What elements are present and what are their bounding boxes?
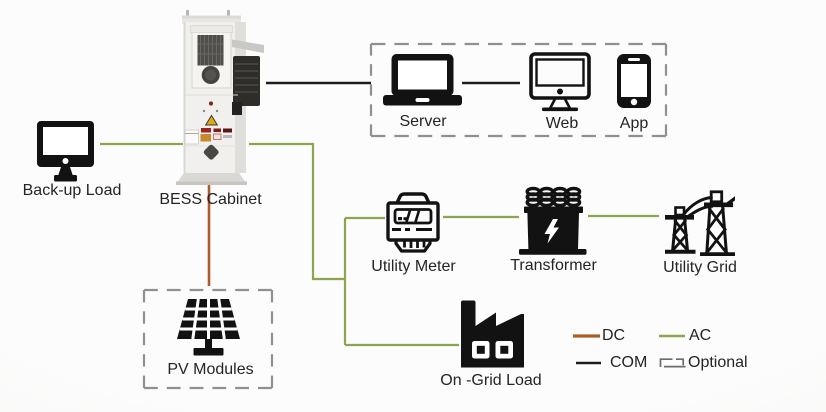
node-transformer bbox=[519, 186, 587, 261]
app-label: App bbox=[619, 114, 649, 132]
pv-modules-label: PV Modules bbox=[167, 360, 254, 378]
node-web bbox=[529, 52, 591, 118]
node-utility-meter bbox=[385, 192, 441, 258]
legend-ac-label: AC bbox=[689, 327, 712, 344]
node-bess-cabinet bbox=[175, 6, 269, 191]
node-server bbox=[383, 54, 462, 111]
node-utility-grid bbox=[663, 190, 737, 261]
solar-panel-icon bbox=[177, 298, 240, 356]
utility-grid-label: Utility Grid bbox=[663, 258, 737, 276]
transformer-label: Transformer bbox=[510, 256, 597, 274]
ac-line-cabinet-to-bus bbox=[249, 142, 345, 281]
optional-box-pv-modules bbox=[142, 288, 274, 390]
smartphone-icon bbox=[617, 54, 651, 108]
legend-dc-label: DC bbox=[602, 327, 626, 344]
node-on-grid-load bbox=[460, 300, 526, 373]
optional-box-remote-monitoring bbox=[369, 42, 668, 138]
node-backup-load bbox=[37, 121, 95, 187]
legend-optional-swatch bbox=[659, 358, 686, 368]
utility-meter-label: Utility Meter bbox=[371, 258, 456, 275]
battery-cabinet-image bbox=[176, 10, 264, 185]
transmission-tower-icon bbox=[663, 190, 737, 257]
node-app bbox=[617, 54, 651, 113]
legend-optional-label: Optional bbox=[688, 354, 748, 371]
bess-cabinet-label: BESS Cabinet bbox=[159, 190, 262, 208]
factory-icon bbox=[461, 300, 524, 368]
desktop-computer-icon bbox=[529, 52, 591, 112]
backup-load-label: Back-up Load bbox=[22, 182, 122, 199]
electric-meter-icon bbox=[386, 192, 440, 253]
on-grid-load-label: On -Grid Load bbox=[440, 371, 542, 389]
web-label: Web bbox=[545, 114, 579, 132]
transformer-icon bbox=[519, 186, 587, 255]
legend-com-label: COM bbox=[610, 354, 648, 371]
server-label: Server bbox=[399, 113, 447, 130]
node-pv-modules bbox=[176, 298, 241, 361]
monitor-icon bbox=[37, 121, 94, 182]
laptop-icon bbox=[383, 54, 462, 106]
